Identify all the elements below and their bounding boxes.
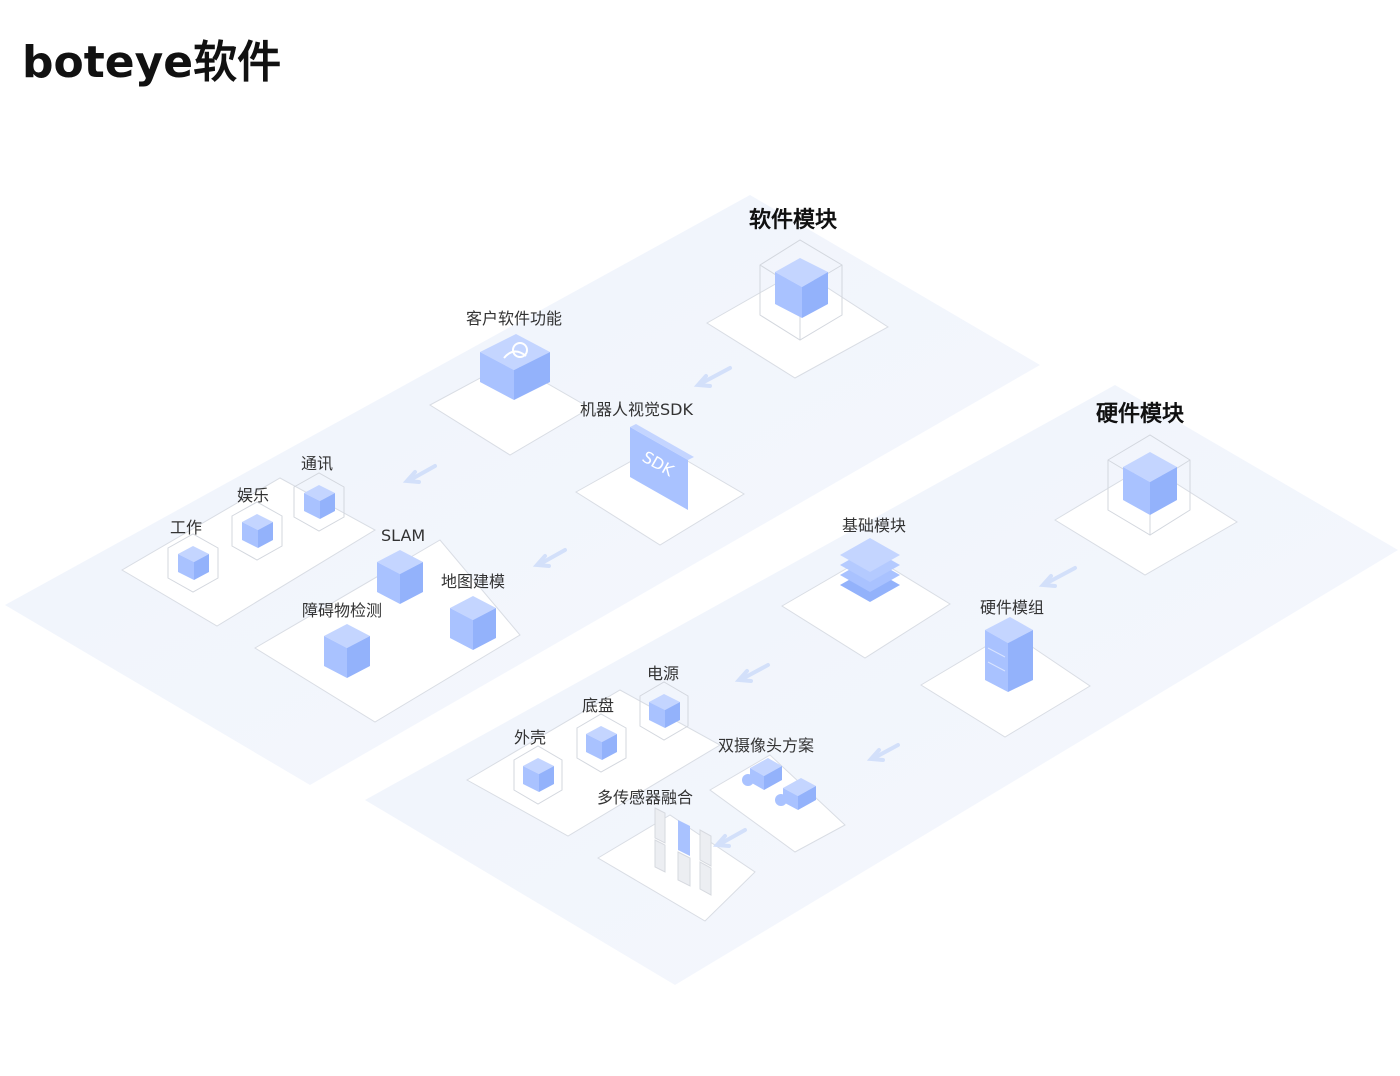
hardware-module-title: 硬件模块 (1096, 402, 1185, 427)
software-module-title: 软件模块 (749, 208, 838, 233)
communication-cube-icon (293, 472, 345, 532)
page-title: boteye软件 (22, 37, 282, 88)
entertainment-cube-icon (231, 501, 283, 561)
base-module-layers-icon (840, 538, 900, 602)
arrow-icon (866, 743, 900, 762)
arrow-icon (734, 663, 770, 683)
mapping-block-icon (450, 596, 496, 650)
label-hardware-group: 硬件模组 (980, 598, 1045, 617)
sensor-panels-icon (654, 807, 712, 896)
label-sensor-fusion: 多传感器融合 (597, 788, 694, 807)
camera-icon (775, 778, 816, 810)
customer-functions-cube-icon (480, 334, 550, 400)
arrow-icon (693, 366, 732, 388)
label-chassis: 底盘 (582, 696, 615, 715)
label-communication: 通讯 (301, 454, 334, 473)
label-power: 电源 (647, 664, 680, 683)
tile-apps (121, 477, 377, 627)
label-robot-sdk: 机器人视觉SDK (580, 400, 693, 419)
arrow-icon (1038, 566, 1077, 588)
obstacle-detection-block-icon (324, 624, 370, 678)
tile-sensor-fusion (597, 814, 756, 922)
arrow-icon (712, 828, 747, 848)
software-module-cube-icon (759, 239, 843, 341)
slam-block-icon (377, 550, 423, 604)
arrow-icon (402, 464, 437, 484)
chassis-cube-icon (576, 713, 627, 773)
label-dual-camera: 双摄像头方案 (718, 736, 815, 755)
hardware-group-server-icon (985, 617, 1033, 692)
tile-hardware-module (1054, 464, 1238, 576)
sdk-panel-icon: SDK (630, 424, 694, 510)
label-work: 工作 (170, 518, 203, 537)
label-customer-functions: 客户软件功能 (466, 309, 563, 328)
label-mapping: 地图建模 (441, 572, 506, 591)
label-slam: SLAM (381, 526, 426, 545)
shell-cube-icon (513, 745, 563, 805)
tile-software-module (706, 269, 889, 379)
label-shell: 外壳 (514, 728, 547, 747)
hardware-module-cube-icon (1107, 434, 1191, 536)
work-cube-icon (167, 533, 219, 593)
arrow-icon (532, 548, 567, 568)
power-cube-icon (639, 681, 689, 741)
label-obstacle-detection: 障碍物检测 (302, 601, 383, 620)
camera-icon (742, 758, 782, 790)
label-entertainment: 娱乐 (237, 486, 270, 505)
tile-base-module (781, 554, 951, 659)
label-base-module: 基础模块 (842, 516, 907, 535)
